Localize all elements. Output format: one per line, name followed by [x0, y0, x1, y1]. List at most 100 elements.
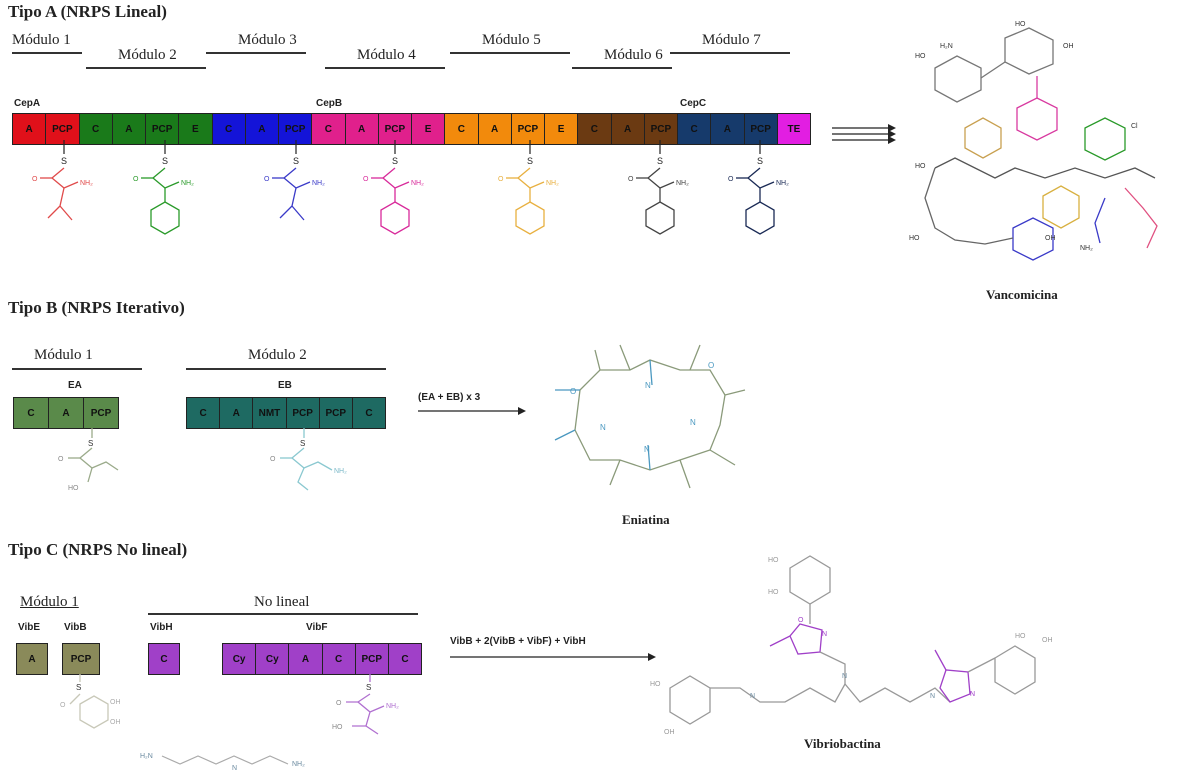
svg-text:O: O — [728, 176, 734, 183]
type-a-domain-a: A — [711, 114, 745, 144]
vibb-domain-pcp: PCP — [63, 644, 99, 674]
vibf-tethered-residue: S O NH₂ HO — [332, 674, 399, 735]
vibb-tethered-residue: S O OH OH — [60, 674, 121, 729]
svg-text:Cl: Cl — [1131, 123, 1138, 130]
svg-text:NH₂: NH₂ — [676, 180, 689, 187]
svg-text:HO: HO — [1015, 21, 1026, 28]
svg-text:NH₂: NH₂ — [292, 761, 305, 768]
svg-text:N: N — [644, 445, 650, 454]
type-a-module-2: Módulo 2 — [118, 47, 177, 63]
type-a-module-6: Módulo 6 — [604, 47, 663, 63]
svg-text:N: N — [232, 765, 237, 772]
svg-text:O: O — [498, 176, 504, 183]
vibe-domain-row: A — [16, 643, 48, 675]
vibf-domain-pcp: PCP — [355, 644, 389, 674]
type-c-title: Tipo C (NRPS No lineal) — [8, 540, 188, 559]
svg-text:HO: HO — [1015, 633, 1026, 640]
enzyme-ea: EA — [68, 380, 82, 391]
svg-text:N: N — [600, 423, 606, 432]
enzyme-vibb: VibB — [64, 622, 87, 633]
svg-text:OH: OH — [664, 729, 675, 736]
svg-text:S: S — [757, 156, 763, 166]
eb-domain-pcp: PCP — [286, 398, 320, 428]
type-a-module-2-bar — [86, 67, 206, 69]
enniatin-structure: ONO NNN — [554, 344, 746, 489]
type-b-module-2-bar — [186, 368, 386, 370]
svg-text:NH₂: NH₂ — [546, 180, 559, 187]
type-a-domain-c: C — [79, 114, 113, 144]
vibh-domain-row: C — [148, 643, 180, 675]
type-a-domain-e: E — [412, 114, 446, 144]
svg-text:O: O — [133, 176, 139, 183]
eb-domain-pcp: PCP — [319, 398, 353, 428]
type-b-title: Tipo B (NRPS Iterativo) — [8, 298, 185, 317]
vibh-domain-c: C — [149, 644, 179, 674]
enzyme-eb: EB — [278, 380, 292, 391]
svg-text:NH₂: NH₂ — [386, 703, 399, 710]
vibf-domain-cy: Cy — [223, 644, 257, 674]
type-a-domain-e: E — [179, 114, 213, 144]
svg-text:S: S — [88, 439, 93, 448]
svg-text:OH: OH — [1045, 235, 1056, 242]
svg-text:S: S — [293, 156, 299, 166]
svg-text:HO: HO — [915, 163, 926, 170]
ea-domain-c: C — [14, 398, 49, 428]
type-a-module-3-bar — [206, 52, 306, 54]
type-a-domain-pcp: PCP — [744, 114, 778, 144]
type-a-domain-pcp: PCP — [279, 114, 313, 144]
type-a-module-7: Módulo 7 — [702, 32, 761, 48]
enzyme-vibf: VibF — [306, 622, 328, 633]
type-b-module-2: Módulo 2 — [248, 347, 307, 363]
type-a-domain-pcp: PCP — [146, 114, 180, 144]
svg-text:NH₂: NH₂ — [334, 468, 347, 475]
vibb-domain-row: PCP — [62, 643, 100, 675]
svg-text:NH₂: NH₂ — [312, 180, 325, 187]
svg-text:O: O — [60, 702, 66, 709]
svg-text:N: N — [842, 673, 847, 680]
svg-text:S: S — [162, 156, 168, 166]
svg-text:S: S — [392, 156, 398, 166]
svg-text:HO: HO — [68, 485, 79, 492]
type-c-nonlinear-bar — [148, 613, 418, 615]
type-a-module-5-bar — [450, 52, 570, 54]
product-eniatina: Eniatina — [622, 512, 670, 527]
svg-text:O: O — [336, 700, 342, 707]
type-a-domain-a: A — [13, 114, 47, 144]
svg-text:O: O — [628, 176, 634, 183]
vibf-domain-a: A — [289, 644, 323, 674]
type-a-domain-c: C — [678, 114, 712, 144]
svg-text:S: S — [366, 683, 371, 692]
norspermidine-structure: H₂N N NH₂ — [140, 753, 305, 772]
vibf-domain-cy: Cy — [256, 644, 290, 674]
type-a-module-4: Módulo 4 — [357, 47, 416, 63]
type-a-domain-c: C — [312, 114, 346, 144]
svg-text:OH: OH — [1063, 43, 1074, 50]
svg-text:S: S — [61, 156, 67, 166]
type-a-domain-a: A — [611, 114, 645, 144]
svg-text:O: O — [32, 176, 38, 183]
type-a-domain-c: C — [212, 114, 246, 144]
type-a-title: Tipo A (NRPS Lineal) — [8, 2, 167, 21]
svg-text:H₂N: H₂N — [940, 43, 953, 50]
type-a-domain-pcp: PCP — [644, 114, 678, 144]
ea-tethered-residue: S O HO — [58, 428, 119, 492]
svg-text:N: N — [822, 631, 827, 638]
type-a-domain-pcp: PCP — [46, 114, 80, 144]
vibe-domain-a: A — [17, 644, 47, 674]
svg-text:HO: HO — [768, 557, 779, 564]
type-a-module-1: Módulo 1 — [12, 32, 71, 48]
svg-text:OH: OH — [1042, 637, 1053, 644]
svg-text:NH₂: NH₂ — [1080, 245, 1093, 252]
type-a-module-6-bar — [572, 67, 672, 69]
